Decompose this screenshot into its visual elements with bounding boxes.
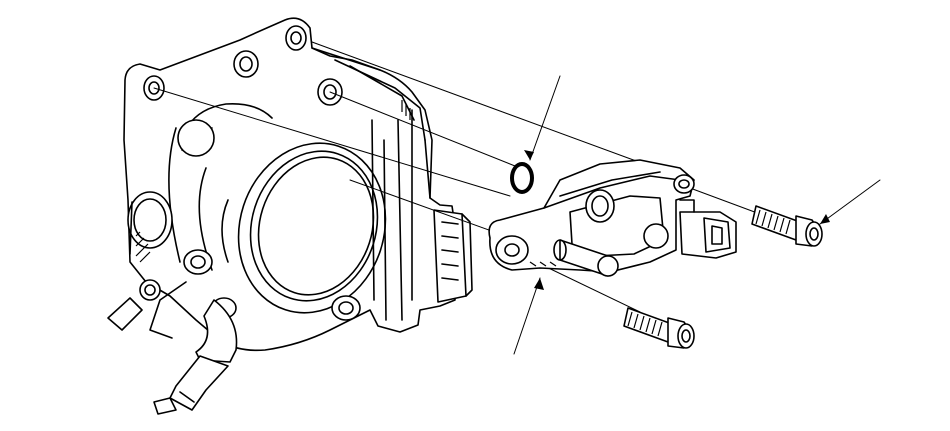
- o-ring: [510, 75, 561, 194]
- mounting-bolt-upper: [751, 179, 881, 247]
- throttle-body: [107, 17, 473, 415]
- mounting-bolt-lower: [623, 307, 695, 349]
- throttle-position-sensor: [488, 159, 737, 355]
